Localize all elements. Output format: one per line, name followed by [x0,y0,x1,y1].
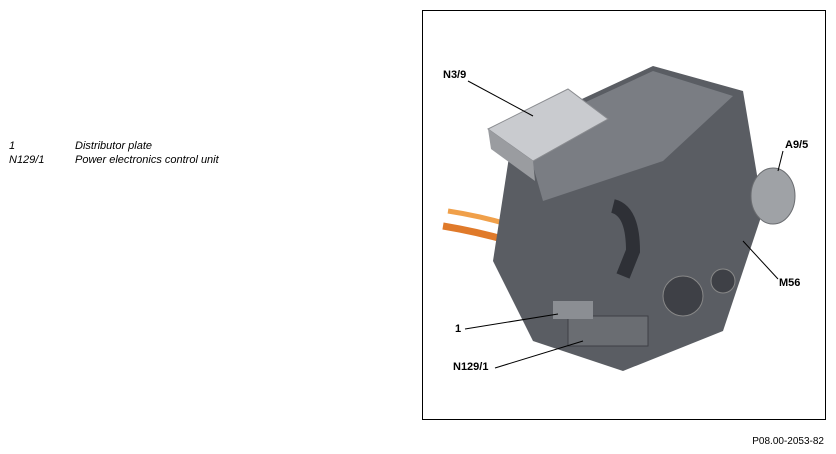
leader-line [464,313,559,330]
legend-key: 1 [9,140,16,152]
control-unit [487,88,609,162]
callout-a9-5: A9/5 [785,139,809,151]
callout-n129-1: N129/1 [453,361,489,373]
control-unit-side [488,129,535,181]
power-electronics [567,315,649,347]
engine-illustration [442,66,796,371]
legend-item: N129/1 Power electronics control unit [9,153,219,167]
callout-m56: M56 [779,277,801,289]
leader-line [777,150,784,172]
distributor-plate [553,301,593,319]
legend-text: Power electronics control unit [75,154,219,166]
leader-line [467,80,534,117]
engine-top [523,71,733,201]
legend-text: Distributor plate [75,140,153,152]
callout-n3-9: N3/9 [443,69,467,81]
compressor [750,167,796,225]
intake-pipe [610,199,641,279]
legend-list: 1 Distributor plate N129/1 Power electro… [9,139,219,167]
leader-line [742,240,779,280]
engine-figure: N3/9 A9/5 M56 1 N129/1 [422,10,826,420]
legend-key: N129/1 [9,154,45,166]
callout-1: 1 [455,323,462,335]
pulley [710,268,736,294]
figure-id: P08.00-2053-82 [752,436,824,447]
pulley [662,275,704,317]
legend-item: 1 Distributor plate [9,139,219,153]
leader-line [494,340,584,369]
